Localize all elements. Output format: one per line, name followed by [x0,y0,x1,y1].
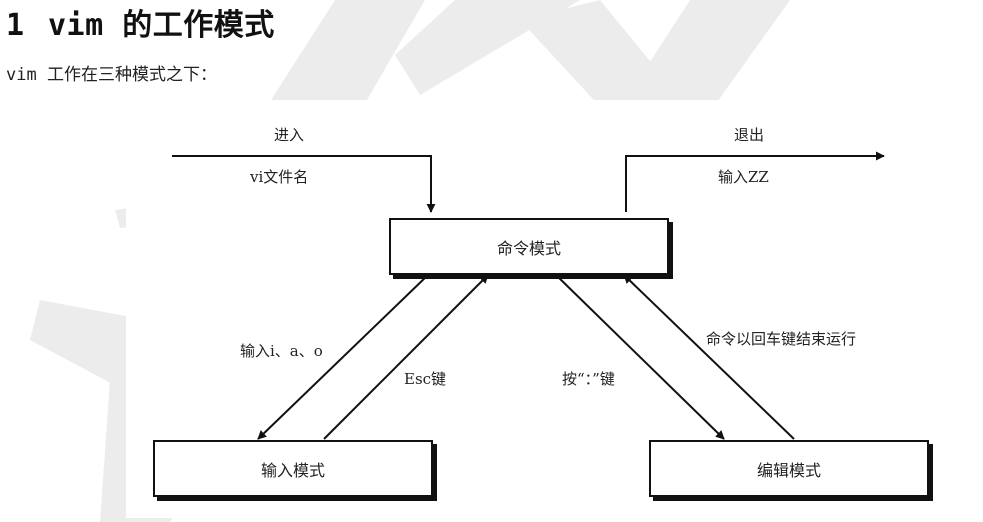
intro-text: vim 工作在三种模式之下： [6,65,217,85]
enter-label: 进入 [274,126,305,144]
enter-command-label: vi文件名 [250,168,309,186]
insert-mode-label: 输入模式 [260,460,325,480]
insert-mode-box: 输入模式 [153,440,433,497]
page-title: 1 vim 的工作模式 [6,0,275,44]
insert-to-command-arrow [323,274,489,440]
section-title: vim 的工作模式 [48,8,275,43]
command-to-insert-arrow [257,274,429,440]
exit-label: 退出 [734,126,765,144]
run-end-label: 命令以回车键结束运行 [706,330,857,348]
vim-mode-diagram: 命令模式 输入模式 编辑模式 进入 vi文件名 退出 输入ZZ 输入i、a、o … [126,100,950,518]
esc-key-label: Esc键 [404,370,447,388]
to-insert-label: 输入i、a、o [240,342,323,360]
exit-arrow [625,151,885,212]
command-mode-box: 命令模式 [389,218,669,275]
diagram-arrows [172,151,885,440]
enter-arrow [172,155,436,213]
edit-to-command-arrow [623,274,795,440]
command-mode-label: 命令模式 [496,238,561,258]
section-number: 1 [6,8,25,43]
exit-command-label: 输入ZZ [718,168,769,186]
command-to-edit-arrow [555,274,725,440]
edit-mode-box: 编辑模式 [649,440,929,497]
edit-mode-label: 编辑模式 [756,460,821,480]
colon-key-label: 按“：”键 [562,370,615,388]
